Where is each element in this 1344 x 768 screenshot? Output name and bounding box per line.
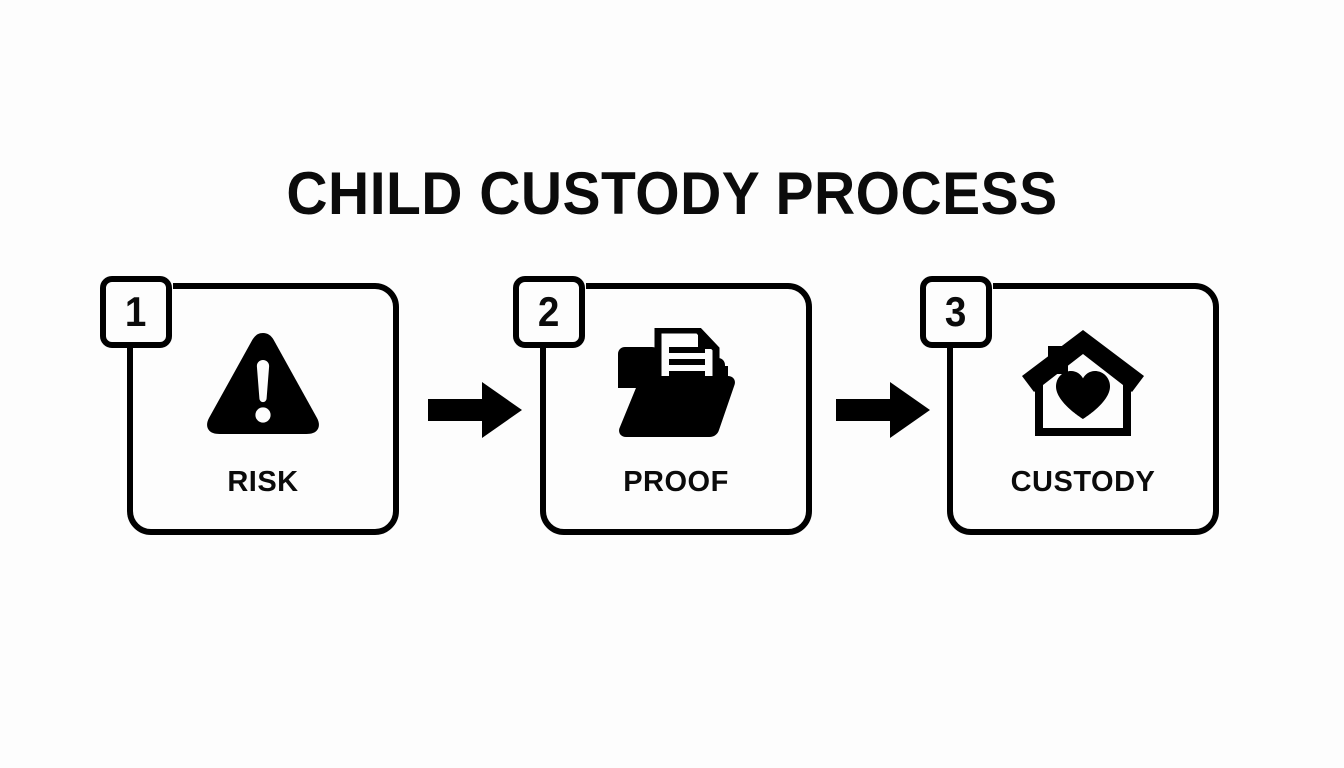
step-number-label: 3 (945, 288, 967, 335)
flow-connector-1 (428, 381, 522, 439)
step-number-badge-1: 1 (100, 276, 172, 348)
page-title: CHILD CUSTODY PROCESS (286, 160, 1058, 228)
arrow-right-icon (428, 382, 522, 438)
warning-triangle-icon (207, 333, 319, 434)
step-number-badge-2: 2 (513, 276, 585, 348)
step-icon-slot (546, 323, 806, 443)
step-card-custody[interactable]: 3 CUSTODY (920, 276, 1219, 535)
step-label-custody: CUSTODY (1010, 466, 1156, 498)
arrow-right-icon (836, 382, 930, 438)
step-number-label: 2 (538, 288, 560, 335)
step-number-label: 1 (125, 288, 147, 335)
step-card-risk[interactable]: 1 RISK (100, 276, 399, 535)
process-flow: 1 RISK 2 (0, 276, 1344, 541)
step-label-risk: RISK (227, 466, 299, 498)
house-heart-icon (1022, 330, 1144, 436)
step-number-badge-3: 3 (920, 276, 992, 348)
step-icon-slot (953, 323, 1213, 443)
step-label-proof: PROOF (623, 466, 729, 498)
flow-connector-2 (836, 381, 930, 439)
folder-document-icon (618, 328, 735, 437)
step-icon-slot (133, 323, 393, 443)
step-card-proof[interactable]: 2 PROOF (513, 276, 812, 535)
